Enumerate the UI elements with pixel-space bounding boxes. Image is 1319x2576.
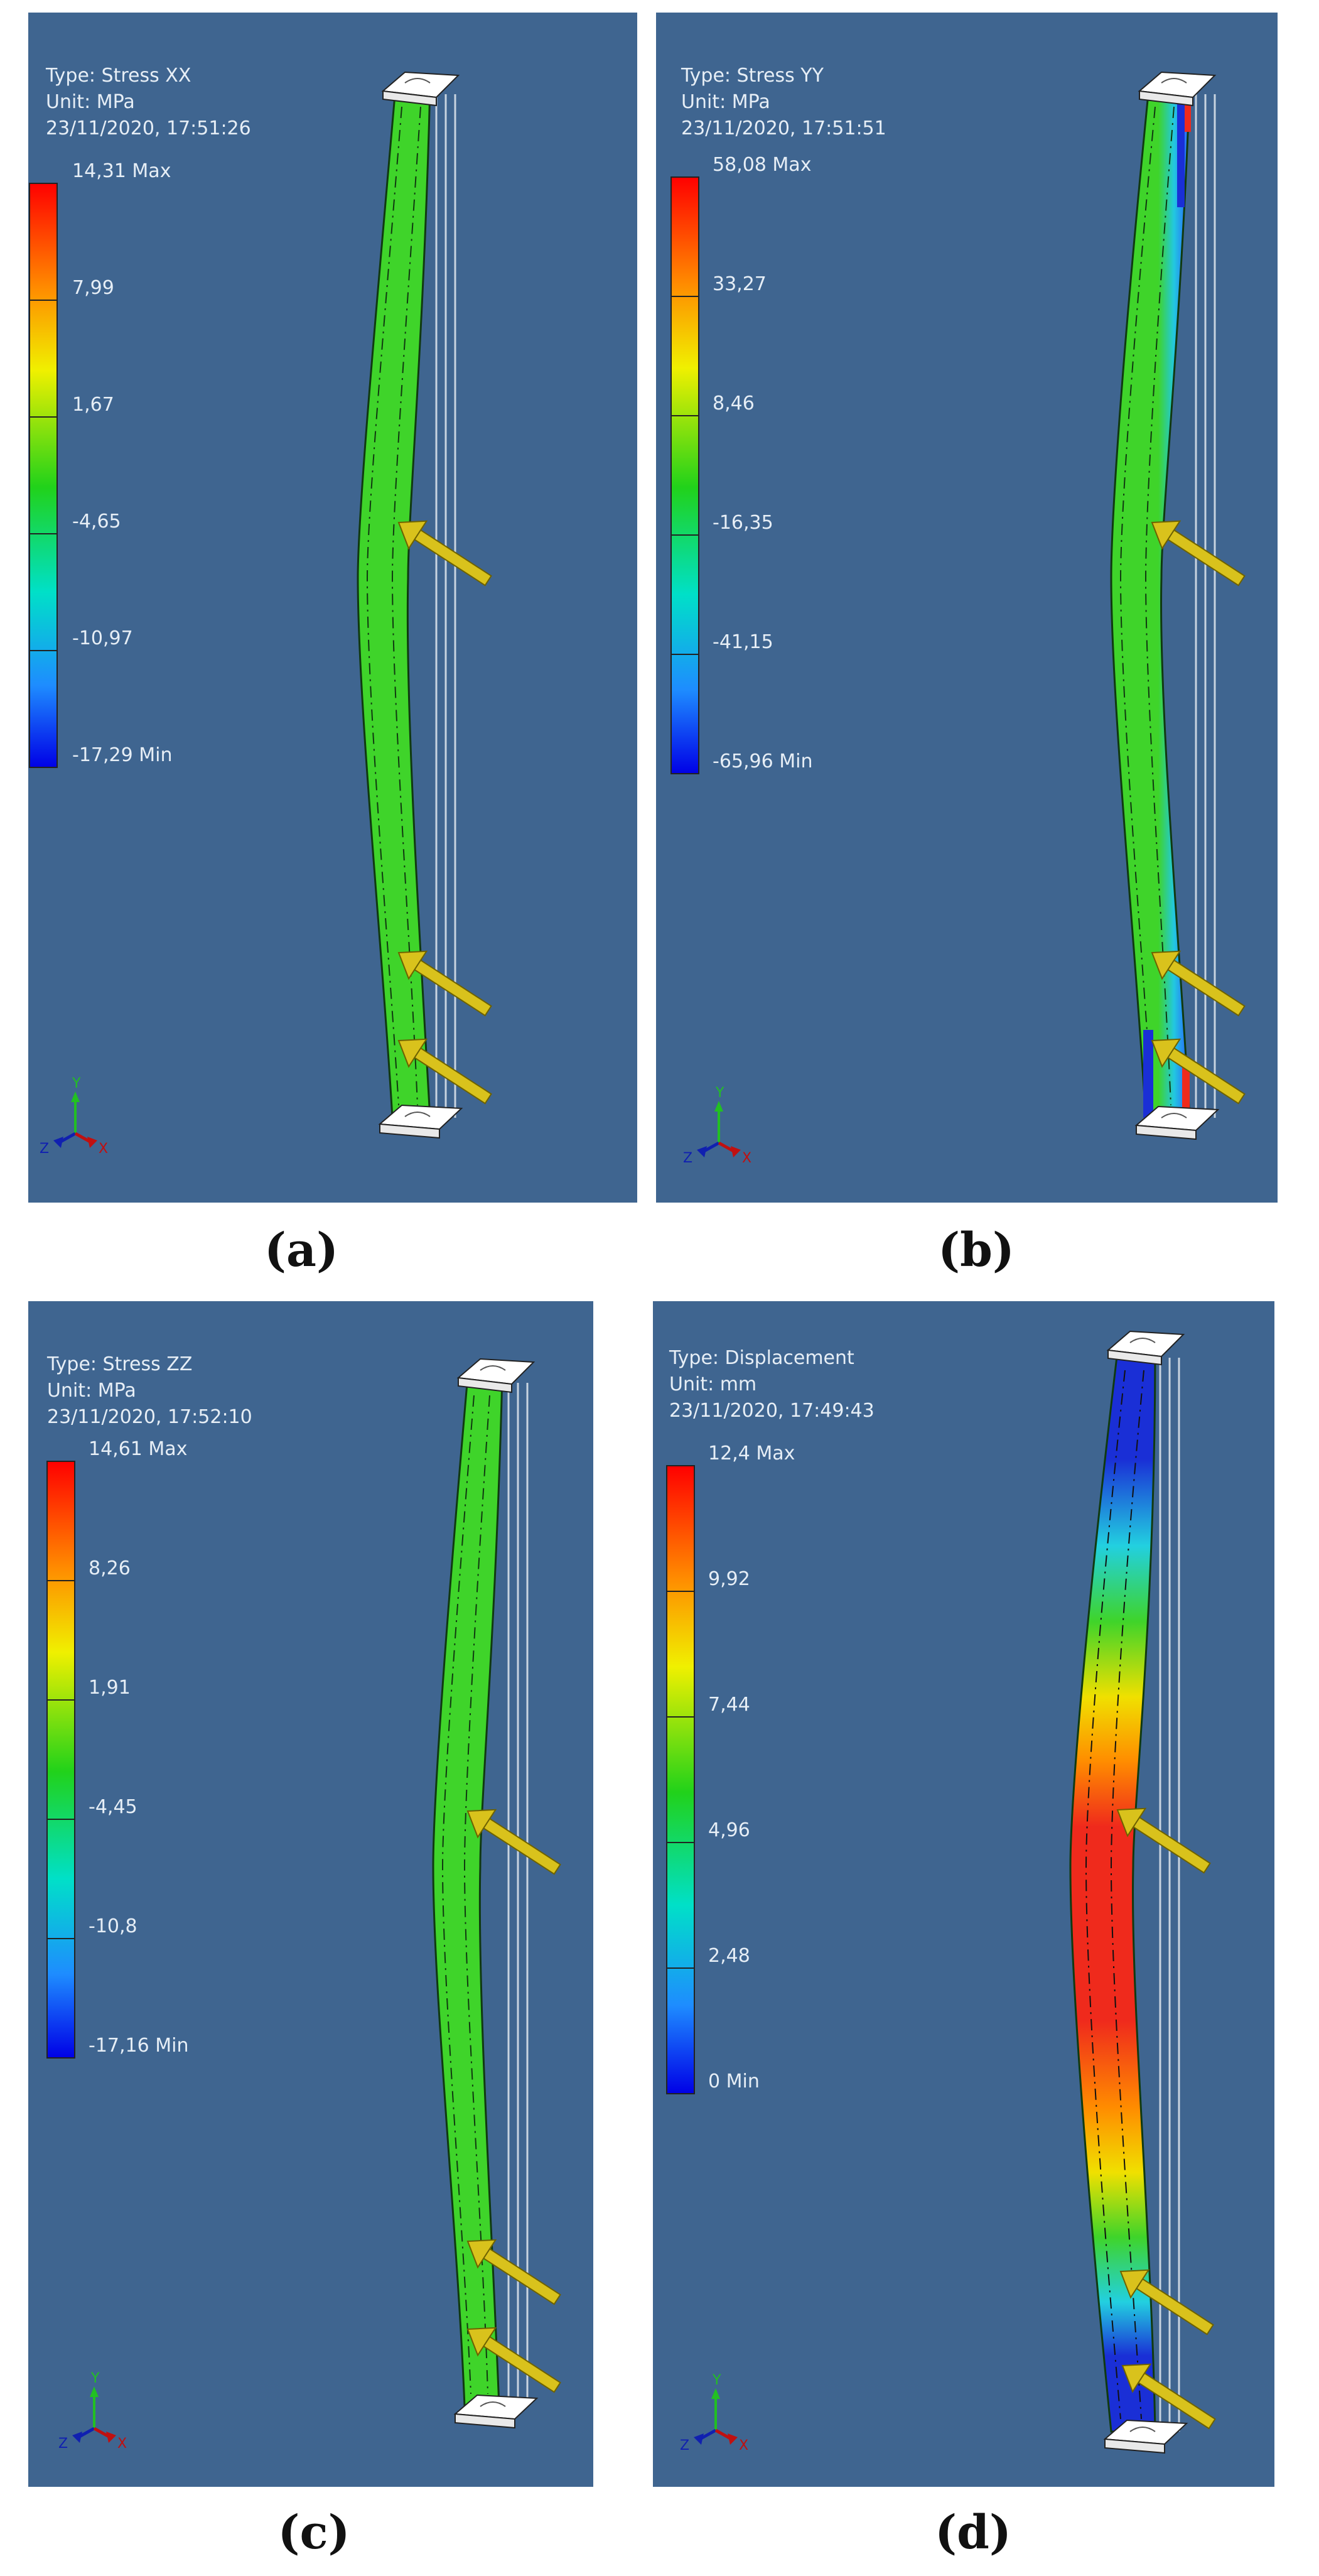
legend-min: -17,16 Min bbox=[89, 2035, 189, 2057]
panel-d: Y Z X Type: Displacement Unit: mm 23/11/… bbox=[653, 1301, 1274, 2487]
axis-triad: Y Z X bbox=[683, 1085, 751, 1166]
axis-y-label: Y bbox=[715, 1085, 724, 1101]
bottom-plate bbox=[378, 1104, 463, 1139]
legend-min: -17,29 Min bbox=[72, 744, 173, 766]
panel-d-graphic: Y Z X bbox=[666, 1330, 1216, 2454]
axis-z-label: Z bbox=[58, 2436, 68, 2452]
legend-bar bbox=[29, 183, 58, 768]
legend-tick-2: 9,92 bbox=[708, 1568, 750, 1590]
caption-c: (c) bbox=[277, 2506, 350, 2560]
legend-tick-3: 1,91 bbox=[89, 1677, 131, 1699]
axis-z-label: Z bbox=[680, 2438, 689, 2454]
top-plate bbox=[1138, 71, 1217, 107]
legend-tick-3: 8,46 bbox=[713, 392, 755, 414]
result-info: Type: Stress ZZ Unit: MPa 23/11/2020, 17… bbox=[47, 1351, 252, 1431]
panel-b-graphic: Y Z X bbox=[670, 71, 1246, 1166]
legend-tick-3: 1,67 bbox=[72, 394, 114, 416]
legend-tick-2: 33,27 bbox=[713, 273, 767, 295]
panel-c: Y Z X Type: Stress ZZ Unit: MPa 23/11/20… bbox=[28, 1301, 593, 2487]
legend-tick-3: 7,44 bbox=[708, 1694, 750, 1716]
caption-a: (a) bbox=[264, 1223, 338, 1277]
axis-triad: Y Z X bbox=[58, 2371, 127, 2452]
beam bbox=[1110, 87, 1216, 1119]
load-arrows bbox=[397, 520, 492, 1105]
caption-b: (b) bbox=[938, 1223, 1015, 1277]
legend-tick-4: -16,35 bbox=[713, 512, 773, 534]
axis-y-label: Y bbox=[90, 2371, 100, 2386]
load-arrows bbox=[1116, 1807, 1216, 2430]
legend-tick-4: 4,96 bbox=[708, 1819, 750, 1841]
legend-tick-5: -10,8 bbox=[89, 1915, 137, 1937]
bottom-plate bbox=[453, 2394, 539, 2429]
legend-bar bbox=[670, 176, 699, 774]
legend-tick-2: 8,26 bbox=[89, 1557, 131, 1579]
axis-triad: Y Z X bbox=[40, 1076, 108, 1157]
load-arrows bbox=[466, 1809, 561, 2393]
legend-max: 12,4 Max bbox=[708, 1442, 795, 1464]
legend-tick-5: 2,48 bbox=[708, 1945, 750, 1967]
caption-d: (d) bbox=[935, 2506, 1011, 2560]
axis-x-label: X bbox=[99, 1141, 108, 1157]
axis-triad: Y Z X bbox=[680, 2373, 748, 2454]
load-arrows bbox=[1151, 520, 1246, 1105]
axis-x-label: X bbox=[739, 2438, 748, 2454]
legend-max: 14,31 Max bbox=[72, 160, 171, 182]
legend-min: 0 Min bbox=[708, 2070, 760, 2092]
legend-tick-5: -10,97 bbox=[72, 627, 133, 649]
panel-b: Y Z X Type: Stress YY Unit: MPa 23/11/20… bbox=[656, 13, 1278, 1203]
beam bbox=[1069, 1350, 1180, 2433]
result-type: Type: Stress YY bbox=[681, 65, 824, 87]
result-date: 23/11/2020, 17:51:51 bbox=[681, 117, 886, 139]
result-type: Type: Stress XX bbox=[46, 65, 191, 87]
legend-tick-5: -41,15 bbox=[713, 631, 773, 653]
axis-x-label: X bbox=[742, 1150, 751, 1166]
result-info: Type: Stress XX Unit: MPa 23/11/2020, 17… bbox=[46, 63, 251, 142]
result-info: Type: Stress YY Unit: MPa 23/11/2020, 17… bbox=[681, 63, 886, 142]
legend-max: 14,61 Max bbox=[89, 1438, 188, 1460]
result-unit: Unit: MPa bbox=[681, 91, 770, 113]
result-info: Type: Displacement Unit: mm 23/11/2020, … bbox=[669, 1345, 875, 1424]
axis-y-label: Y bbox=[712, 2373, 721, 2388]
legend-bar bbox=[666, 1465, 695, 2094]
legend-min: -65,96 Min bbox=[713, 750, 813, 772]
bottom-plate bbox=[1134, 1105, 1220, 1140]
result-unit: Unit: mm bbox=[669, 1373, 757, 1395]
axis-y-label: Y bbox=[72, 1076, 81, 1091]
result-unit: Unit: MPa bbox=[47, 1380, 136, 1402]
result-date: 23/11/2020, 17:51:26 bbox=[46, 117, 251, 139]
result-date: 23/11/2020, 17:52:10 bbox=[47, 1406, 252, 1428]
panel-a-graphic: Y Z X bbox=[29, 71, 492, 1157]
axis-z-label: Z bbox=[40, 1141, 49, 1157]
panel-a: Y Z X Type: Stress XX Unit: MPa 23/11/20… bbox=[28, 13, 637, 1203]
bottom-plate bbox=[1103, 2419, 1188, 2454]
top-plate bbox=[381, 71, 460, 107]
panel-c-graphic: Y Z X bbox=[46, 1358, 561, 2452]
axis-x-label: X bbox=[117, 2436, 127, 2452]
legend-bar bbox=[46, 1461, 75, 2059]
axis-z-label: Z bbox=[683, 1150, 692, 1166]
result-type: Type: Displacement bbox=[669, 1347, 854, 1369]
legend-tick-4: -4,45 bbox=[89, 1796, 137, 1818]
result-unit: Unit: MPa bbox=[46, 91, 135, 113]
top-plate bbox=[456, 1358, 536, 1394]
legend-max: 58,08 Max bbox=[713, 154, 812, 176]
legend-tick-4: -4,65 bbox=[72, 511, 121, 533]
legend-tick-2: 7,99 bbox=[72, 277, 114, 299]
result-date: 23/11/2020, 17:49:43 bbox=[669, 1400, 875, 1422]
result-type: Type: Stress ZZ bbox=[47, 1353, 193, 1375]
top-plate bbox=[1106, 1330, 1185, 1366]
